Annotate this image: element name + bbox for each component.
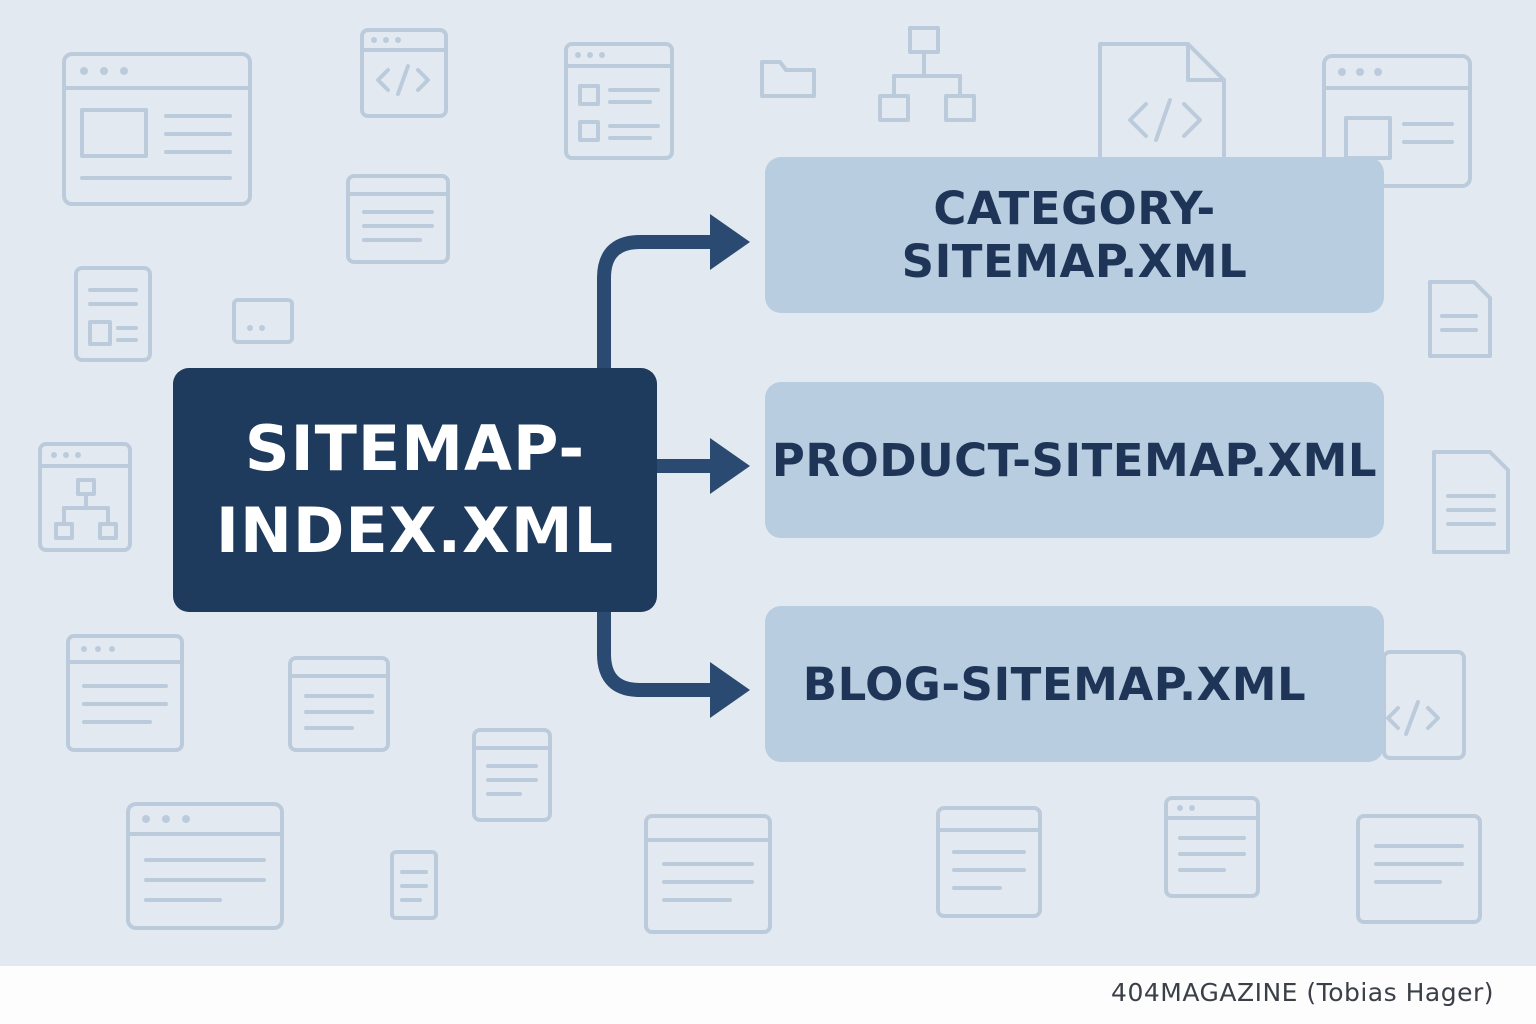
arrow-to-category bbox=[597, 235, 716, 370]
document-icon bbox=[472, 728, 552, 822]
sitemap-index-node: SITEMAP-INDEX.XML bbox=[173, 368, 657, 612]
blog-sitemap-label: BLOG-SITEMAP.XML bbox=[802, 657, 1307, 711]
browser-window-icon bbox=[232, 298, 294, 344]
product-sitemap-node: PRODUCT-SITEMAP.XML bbox=[765, 382, 1384, 538]
browser-window-icon bbox=[66, 634, 184, 752]
code-window-icon bbox=[1382, 650, 1466, 760]
browser-window-icon bbox=[126, 802, 284, 930]
category-sitemap-node: CATEGORY-SITEMAP.XML bbox=[765, 157, 1384, 313]
category-sitemap-label: CATEGORY-SITEMAP.XML bbox=[901, 182, 1248, 288]
document-icon bbox=[1432, 450, 1510, 554]
sitemap-tree-icon bbox=[878, 26, 976, 122]
arrow-to-blog bbox=[597, 612, 716, 697]
browser-window-icon bbox=[564, 42, 674, 160]
code-file-icon bbox=[1098, 42, 1226, 172]
document-icon bbox=[1356, 814, 1482, 924]
connector-arrows bbox=[597, 214, 750, 718]
browser-window-icon bbox=[644, 814, 772, 934]
sitemap-tree-icon bbox=[38, 442, 132, 552]
arrowhead-blog bbox=[710, 662, 750, 718]
code-window-icon bbox=[360, 28, 448, 118]
blog-sitemap-node: BLOG-SITEMAP.XML bbox=[765, 606, 1384, 762]
document-icon bbox=[1428, 280, 1492, 358]
sitemap-index-label: SITEMAP-INDEX.XML bbox=[215, 412, 615, 567]
arrowhead-category bbox=[710, 214, 750, 270]
document-icon bbox=[390, 850, 438, 920]
background-icons bbox=[38, 26, 1510, 934]
folder-icon bbox=[760, 60, 816, 98]
document-icon bbox=[288, 656, 390, 752]
product-sitemap-label: PRODUCT-SITEMAP.XML bbox=[771, 433, 1378, 487]
arrowhead-product bbox=[710, 438, 750, 494]
document-icon bbox=[74, 266, 152, 362]
browser-window-icon bbox=[1164, 796, 1260, 898]
document-icon bbox=[936, 806, 1042, 918]
image-credit: 404MAGAZINE (Tobias Hager) bbox=[1111, 978, 1494, 1007]
browser-window-icon bbox=[62, 52, 252, 206]
footer-bar: 404MAGAZINE (Tobias Hager) bbox=[0, 966, 1536, 1024]
diagram-canvas: SITEMAP-INDEX.XML CATEGORY-SITEMAP.XML P… bbox=[38, 26, 1510, 934]
document-icon bbox=[346, 174, 450, 264]
